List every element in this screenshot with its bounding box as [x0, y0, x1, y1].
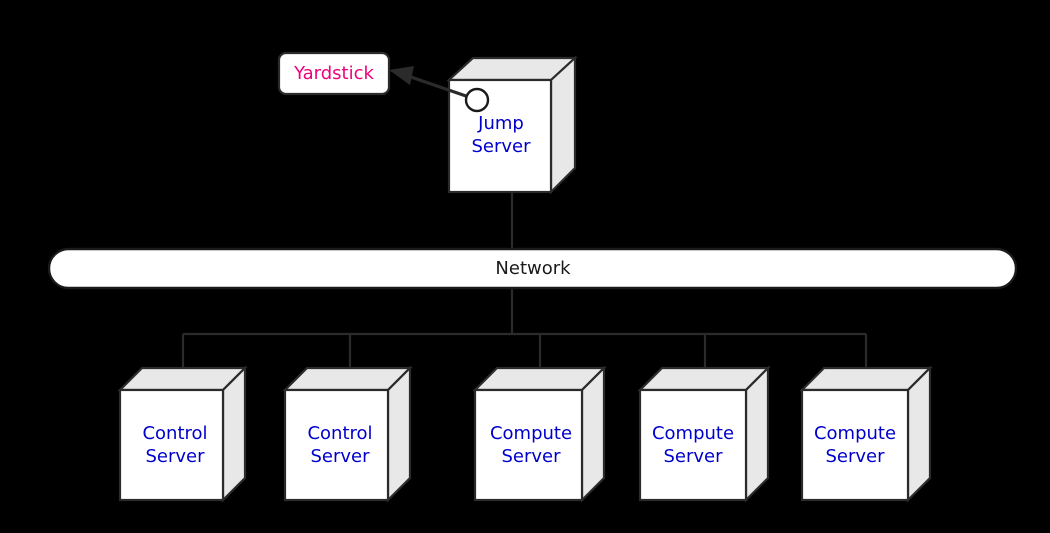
control-server-1-label-line1: Control	[142, 423, 207, 444]
control-server-1-label-line2: Server	[145, 446, 205, 467]
network-bar	[47, 247, 1018, 290]
compute-server-2-box-front	[638, 388, 748, 502]
control-server-1-box-side	[221, 365, 247, 503]
jump-server-label-line1: Jump	[477, 113, 524, 134]
control-server-1-box-front	[118, 388, 225, 502]
lollipop-circle-icon[interactable]	[464, 87, 490, 113]
compute-server-2-label-line2: Server	[663, 446, 723, 467]
control-server-2-label-line1: Control	[307, 423, 372, 444]
compute-server-3-label-line1: Compute	[814, 423, 896, 444]
compute-server-2-box-side	[744, 365, 770, 503]
compute-server-2-label-line1: Compute	[652, 423, 734, 444]
node-control-server-1[interactable]: Control Server	[117, 365, 248, 503]
arrow-icon	[389, 66, 467, 98]
compute-server-3-box-side	[906, 365, 932, 503]
jump-server-label-line2: Server	[471, 136, 531, 157]
compute-server-3-box-front	[800, 388, 910, 502]
node-compute-server-3[interactable]: Compute Server	[799, 365, 933, 503]
jump-server-box-front	[447, 78, 553, 194]
node-compute-server-1[interactable]: Compute Server	[472, 365, 607, 503]
node-jump-server[interactable]: Jump Server	[446, 55, 578, 195]
yardstick-label: Yardstick	[293, 63, 374, 84]
compute-server-3-label-line2: Server	[825, 446, 885, 467]
compute-server-1-label-line2: Server	[501, 446, 561, 467]
network-label: Network	[495, 258, 571, 279]
control-server-2-box-front	[283, 388, 390, 502]
jump-server-box-side	[549, 55, 577, 195]
node-network[interactable]: Network	[47, 247, 1018, 290]
compute-server-1-box-front	[473, 388, 584, 502]
compute-server-1-box-side	[580, 365, 606, 503]
control-server-2-label-line2: Server	[310, 446, 370, 467]
node-yardstick[interactable]: Yardstick	[277, 51, 391, 96]
yardstick-box	[277, 51, 391, 96]
compute-server-1-label-line1: Compute	[490, 423, 572, 444]
node-compute-server-2[interactable]: Compute Server	[637, 365, 771, 503]
control-server-2-box-side	[386, 365, 412, 503]
node-control-server-2[interactable]: Control Server	[282, 365, 413, 503]
